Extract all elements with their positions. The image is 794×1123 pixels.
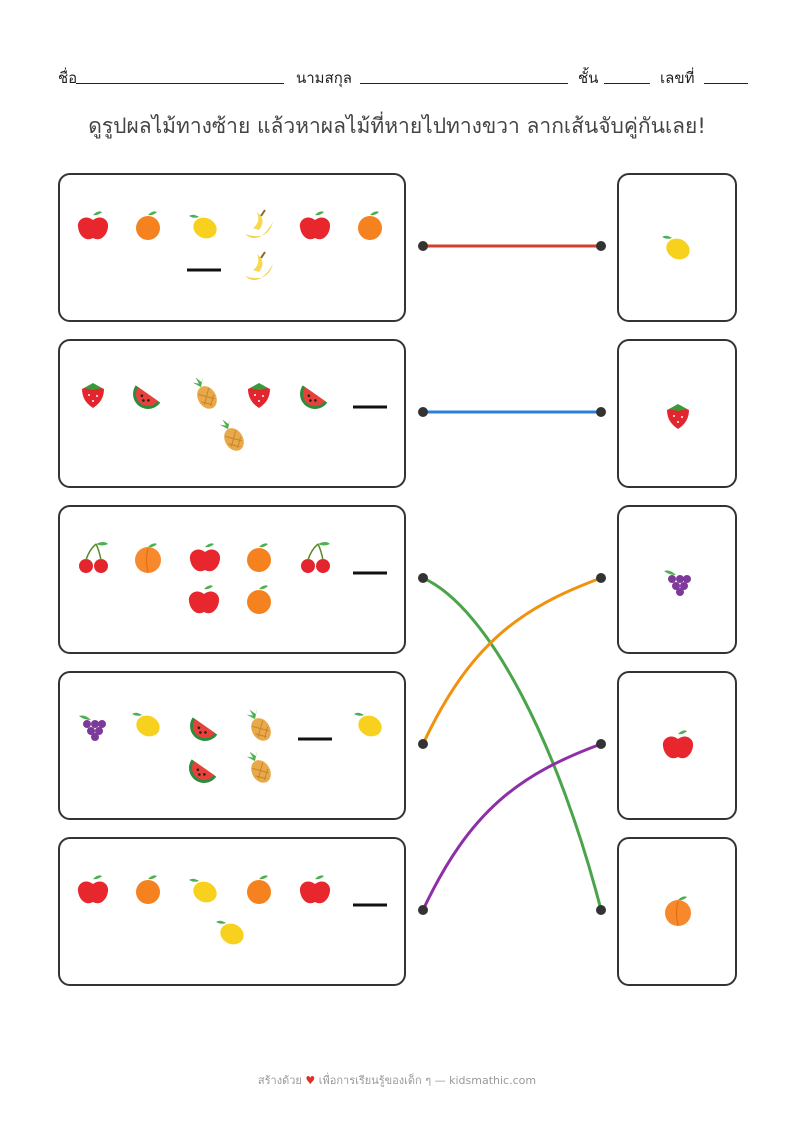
apple-icon xyxy=(77,875,109,904)
name-field[interactable] xyxy=(76,83,284,84)
watermelon-icon xyxy=(189,759,217,783)
right-connector-dot[interactable] xyxy=(596,739,606,749)
orange-icon xyxy=(247,875,271,904)
lemon-icon xyxy=(662,235,690,260)
apple-icon xyxy=(662,730,694,759)
apple-icon xyxy=(299,875,331,904)
pineapple-icon xyxy=(219,418,244,451)
apple-icon xyxy=(299,211,331,240)
pattern-box xyxy=(58,671,406,820)
left-connector-dot[interactable] xyxy=(418,407,428,417)
right-connector-dot[interactable] xyxy=(596,407,606,417)
grape-icon xyxy=(664,570,691,596)
lemon-icon xyxy=(132,712,160,737)
apple-icon xyxy=(189,543,221,572)
apple-icon xyxy=(188,585,220,614)
pattern-box xyxy=(58,505,406,654)
cherry-icon xyxy=(301,542,330,573)
lemon-icon xyxy=(216,920,244,945)
answer-box[interactable] xyxy=(617,505,737,654)
footer-text: เพื่อการเรียนรู้ของเด็ก ๆ — kidsmathic.c… xyxy=(318,1074,537,1087)
grape-icon xyxy=(79,715,106,741)
connection-line[interactable] xyxy=(421,576,602,745)
orange-icon xyxy=(358,211,382,240)
heart-icon: ♥ xyxy=(305,1074,316,1087)
watermelon-icon xyxy=(300,385,328,409)
orange-icon xyxy=(247,585,271,614)
pattern-box xyxy=(58,173,406,322)
name-label: ชื่อ xyxy=(58,69,78,87)
class-field[interactable] xyxy=(604,83,650,84)
apple-icon xyxy=(77,211,109,240)
right-connector-dot[interactable] xyxy=(596,241,606,251)
left-connector-dot[interactable] xyxy=(418,241,428,251)
strawberry-icon xyxy=(667,404,689,429)
connection-line[interactable] xyxy=(422,576,603,911)
lemon-icon xyxy=(189,214,217,239)
number-field[interactable] xyxy=(704,83,748,84)
instructions: ดูรูปผลไม้ทางซ้าย แล้วหาผลไม้ที่หายไปทาง… xyxy=(88,114,706,138)
right-connector-dot[interactable] xyxy=(596,573,606,583)
surname-label: นามสกุล xyxy=(296,69,352,87)
left-connector-dot[interactable] xyxy=(418,573,428,583)
cherry-icon xyxy=(79,542,108,573)
banana-icon xyxy=(245,251,273,280)
pattern-box xyxy=(58,837,406,986)
strawberry-icon xyxy=(82,383,104,408)
watermelon-icon xyxy=(190,717,218,741)
pineapple-icon xyxy=(246,750,271,783)
number-label: เลขที่ xyxy=(660,69,695,87)
footer-made-with: สร้างด้วย xyxy=(257,1074,302,1087)
footer: สร้างด้วย ♥ เพื่อการเรียนรู้ของเด็ก ๆ — … xyxy=(0,1071,794,1089)
strawberry-icon xyxy=(248,383,270,408)
left-connector-dot[interactable] xyxy=(418,739,428,749)
left-connector-dot[interactable] xyxy=(418,905,428,915)
pineapple-icon xyxy=(246,708,271,741)
banana-icon xyxy=(245,209,273,238)
lemon-icon xyxy=(354,712,382,737)
lemon-icon xyxy=(189,878,217,903)
orange-icon xyxy=(247,543,271,572)
pineapple-icon xyxy=(192,376,217,409)
pattern-box xyxy=(58,339,406,488)
orange-icon xyxy=(136,211,160,240)
class-label: ชั้น xyxy=(578,69,599,87)
peach-icon xyxy=(665,896,691,926)
connection-line[interactable] xyxy=(421,742,602,911)
surname-field[interactable] xyxy=(360,83,568,84)
orange-icon xyxy=(136,875,160,904)
peach-icon xyxy=(135,543,161,573)
watermelon-icon xyxy=(133,385,161,409)
right-connector-dot[interactable] xyxy=(596,905,606,915)
